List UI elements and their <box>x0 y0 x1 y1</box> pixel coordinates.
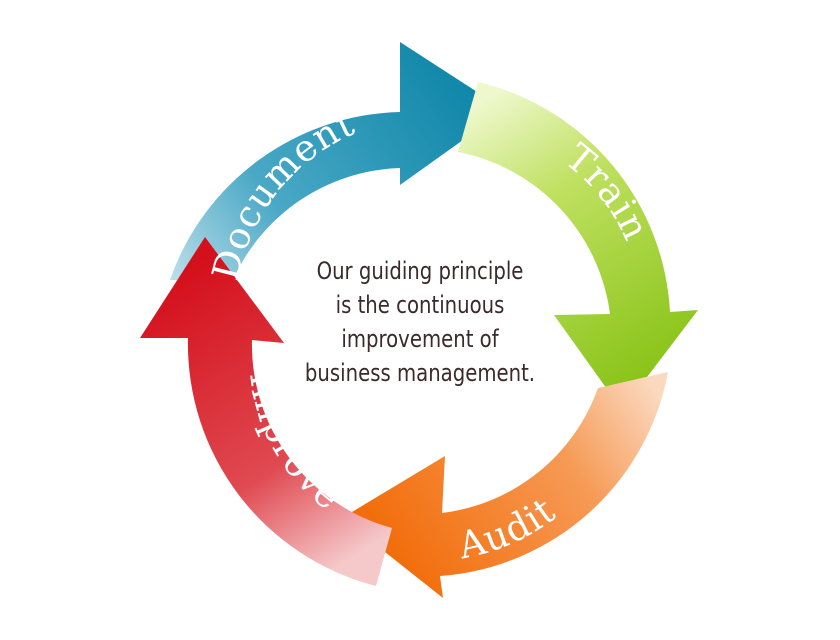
center-statement: Our guiding principle is the continuous … <box>293 254 547 390</box>
document-arrow <box>170 42 505 282</box>
center-line-3: improvement of <box>341 325 499 353</box>
center-line-1: Our guiding principle <box>316 257 524 285</box>
center-line-4: business management. <box>304 359 536 387</box>
center-line-2: is the continuous <box>335 291 505 319</box>
audit-arrow <box>342 372 668 598</box>
improve-arrow <box>140 237 392 586</box>
train-arrow <box>458 82 698 410</box>
